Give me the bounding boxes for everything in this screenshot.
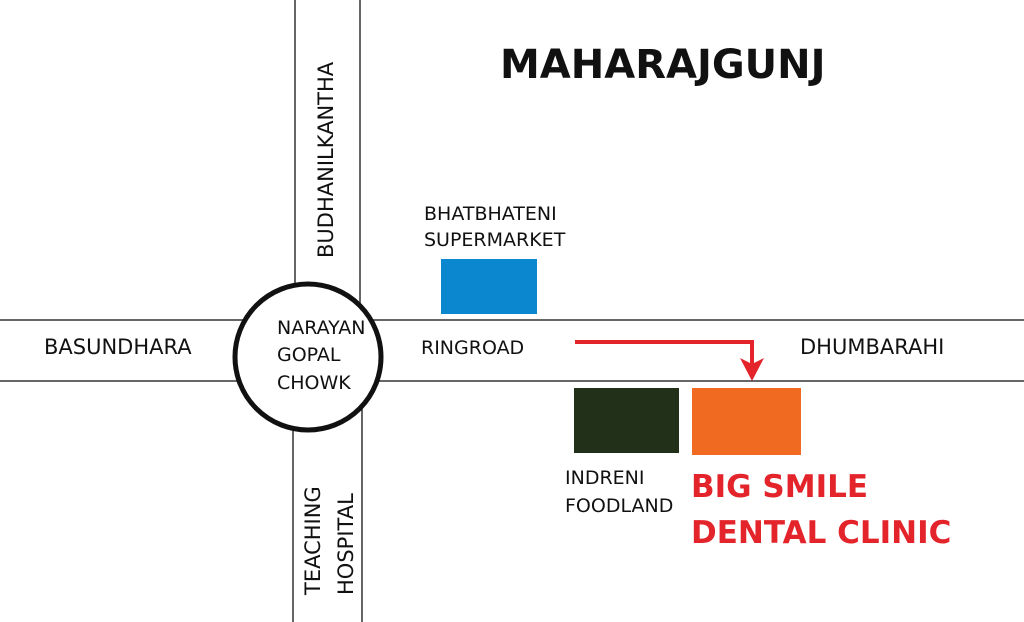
junction-label-1: NARAYAN bbox=[277, 317, 366, 339]
road-label-east: DHUMBARAHI bbox=[800, 335, 944, 359]
indreni-label-2: FOODLAND bbox=[565, 495, 673, 517]
area-title: MAHARAJGUNJ bbox=[500, 42, 826, 88]
road-label-ringroad: RINGROAD bbox=[421, 337, 524, 359]
direction-arrow bbox=[575, 340, 764, 381]
bhatbhateni-label-1: BHATBHATENI bbox=[424, 203, 557, 225]
junction-label-3: CHOWK bbox=[277, 372, 351, 394]
clinic-label-1: BIG SMILE bbox=[691, 469, 868, 505]
indreni-foodland-block[interactable] bbox=[574, 388, 679, 453]
big-smile-dental-clinic-block[interactable] bbox=[692, 388, 801, 455]
indreni-label-1: INDRENI bbox=[565, 467, 644, 489]
road-label-west: BASUNDHARA bbox=[44, 335, 192, 359]
road-label-south-1: TEACHING bbox=[301, 486, 325, 596]
bhatbhateni-supermarket-block[interactable] bbox=[441, 259, 537, 314]
arrow-head bbox=[740, 358, 764, 381]
clinic-label-2: DENTAL CLINIC bbox=[691, 515, 951, 551]
road-label-north: BUDHANILKANTHA bbox=[314, 61, 338, 258]
arrow-line bbox=[575, 340, 754, 366]
junction-circle bbox=[232, 281, 384, 433]
road-label-south-2: HOSPITAL bbox=[334, 493, 358, 595]
junction-label-2: GOPAL bbox=[277, 344, 341, 366]
bhatbhateni-label-2: SUPERMARKET bbox=[424, 229, 566, 251]
